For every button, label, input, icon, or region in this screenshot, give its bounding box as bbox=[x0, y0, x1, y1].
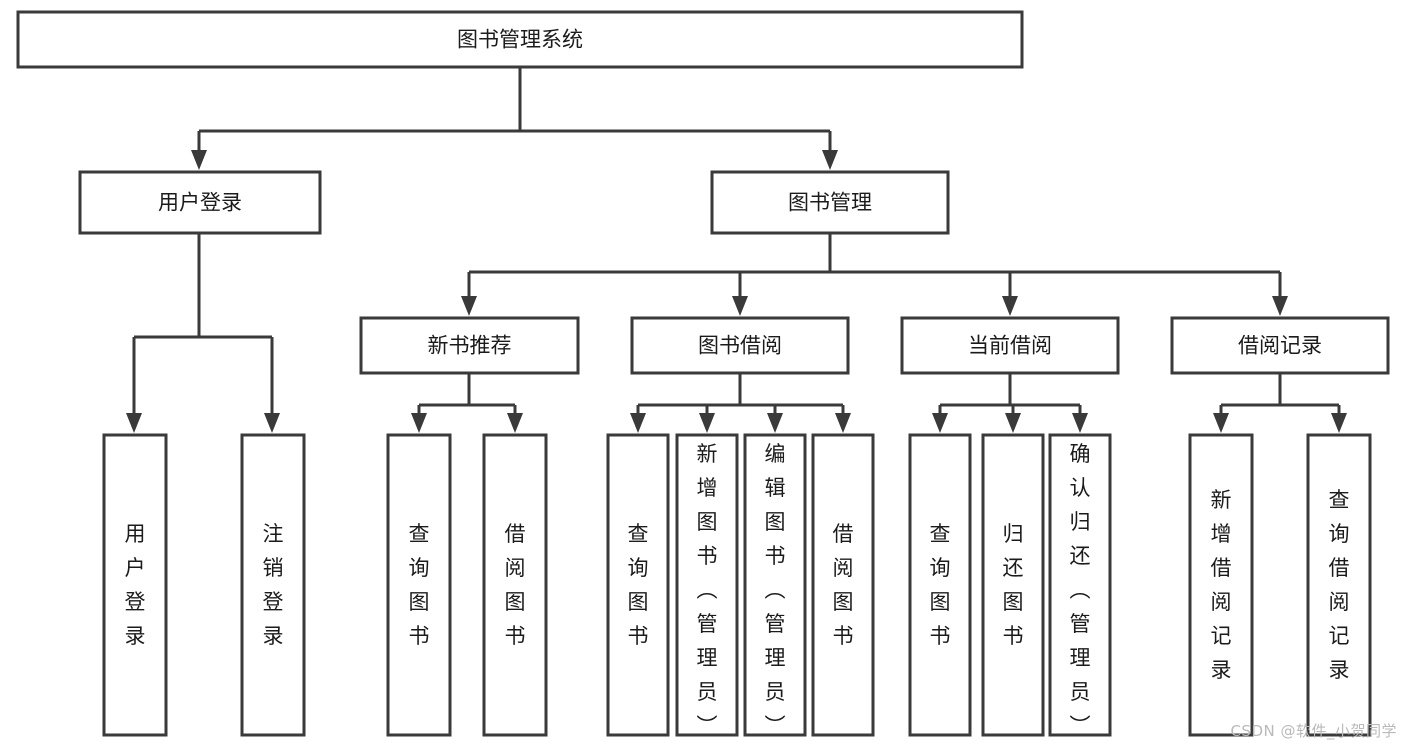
watermark-label: CSDN @软件_小贺同学 bbox=[1230, 722, 1397, 740]
arrow-head-icon bbox=[1213, 413, 1229, 433]
node-box[interactable] bbox=[1188, 433, 1254, 737]
node-box[interactable] bbox=[240, 433, 306, 737]
connector-layer bbox=[126, 67, 1347, 433]
node-label: 归还图书 bbox=[1003, 522, 1024, 648]
arrow-head-icon bbox=[1002, 296, 1018, 316]
node-box[interactable] bbox=[710, 170, 950, 235]
node-label: 确认归还︵管理员︶ bbox=[1070, 442, 1091, 738]
node-leaf-query-book-2[interactable]: 查询图书 bbox=[606, 433, 670, 737]
node-box[interactable] bbox=[78, 170, 322, 235]
node-box[interactable] bbox=[900, 316, 1120, 375]
node-layer: 图书管理系统用户登录图书管理新书推荐图书借阅当前借阅借阅记录用户登录注销登录查询… bbox=[16, 10, 1390, 738]
node-box[interactable] bbox=[482, 433, 548, 737]
node-box[interactable] bbox=[811, 433, 875, 737]
node-label: 借阅图书 bbox=[505, 522, 526, 648]
arrow-head-icon bbox=[630, 413, 646, 433]
arrow-head-icon bbox=[932, 413, 948, 433]
node-box[interactable] bbox=[16, 10, 1024, 69]
node-box[interactable] bbox=[630, 316, 850, 375]
arrow-head-icon bbox=[822, 150, 838, 170]
node-book-borrow[interactable]: 图书借阅 bbox=[630, 316, 850, 375]
arrow-head-icon bbox=[1331, 413, 1347, 433]
arrow-head-icon bbox=[767, 413, 783, 433]
node-box[interactable] bbox=[1306, 433, 1372, 737]
node-book-manage[interactable]: 图书管理 bbox=[710, 170, 950, 235]
node-label: 用户登录 bbox=[158, 191, 242, 215]
node-label: 查询借阅记录 bbox=[1329, 488, 1350, 682]
node-label: 查询图书 bbox=[628, 522, 649, 648]
node-leaf-edit-book[interactable]: 编辑图书︵管理员︶ bbox=[743, 433, 807, 738]
node-label: 借阅图书 bbox=[833, 522, 854, 648]
arrow-head-icon bbox=[732, 296, 748, 316]
arrow-head-icon bbox=[264, 413, 280, 433]
arrow-head-icon bbox=[191, 150, 207, 170]
node-box[interactable] bbox=[981, 433, 1045, 737]
arrow-head-icon bbox=[461, 296, 477, 316]
node-box[interactable] bbox=[1170, 316, 1390, 375]
arrow-head-icon bbox=[126, 413, 142, 433]
node-box[interactable] bbox=[1048, 433, 1112, 737]
node-label: 编辑图书︵管理员︶ bbox=[765, 442, 786, 738]
node-box[interactable] bbox=[102, 433, 168, 737]
node-label: 图书管理系统 bbox=[457, 28, 583, 52]
node-label: 新增借阅记录 bbox=[1211, 488, 1232, 682]
node-label: 借阅记录 bbox=[1238, 334, 1322, 358]
node-leaf-return-book[interactable]: 归还图书 bbox=[981, 433, 1045, 737]
node-leaf-query-book-1[interactable]: 查询图书 bbox=[386, 433, 452, 737]
node-root[interactable]: 图书管理系统 bbox=[16, 10, 1024, 69]
node-label: 新增图书︵管理员︶ bbox=[697, 442, 718, 738]
node-label: 新书推荐 bbox=[428, 334, 512, 358]
node-leaf-borrow-book-1[interactable]: 借阅图书 bbox=[482, 433, 548, 737]
node-label: 注销登录 bbox=[263, 522, 284, 648]
node-borrow-record[interactable]: 借阅记录 bbox=[1170, 316, 1390, 375]
node-leaf-add-record[interactable]: 新增借阅记录 bbox=[1188, 433, 1254, 737]
node-box[interactable] bbox=[908, 433, 972, 737]
node-leaf-confirm-return[interactable]: 确认归还︵管理员︶ bbox=[1048, 433, 1112, 738]
arrow-head-icon bbox=[507, 413, 523, 433]
node-user-login[interactable]: 用户登录 bbox=[78, 170, 322, 235]
node-leaf-logout[interactable]: 注销登录 bbox=[240, 433, 306, 737]
node-box[interactable] bbox=[743, 433, 807, 737]
arrow-head-icon bbox=[835, 413, 851, 433]
arrow-head-icon bbox=[1072, 413, 1088, 433]
node-leaf-query-record[interactable]: 查询借阅记录 bbox=[1306, 433, 1372, 737]
node-label: 图书管理 bbox=[788, 191, 872, 215]
node-leaf-user-login[interactable]: 用户登录 bbox=[102, 433, 168, 737]
node-label: 图书借阅 bbox=[698, 334, 782, 358]
arrow-head-icon bbox=[411, 413, 427, 433]
node-box[interactable] bbox=[606, 433, 670, 737]
arrow-head-icon bbox=[699, 413, 715, 433]
node-box[interactable] bbox=[386, 433, 452, 737]
arrow-head-icon bbox=[1005, 413, 1021, 433]
arrow-head-icon bbox=[1272, 296, 1288, 316]
node-label: 查询图书 bbox=[930, 522, 951, 648]
node-new-book-rec[interactable]: 新书推荐 bbox=[359, 316, 580, 375]
node-leaf-add-book[interactable]: 新增图书︵管理员︶ bbox=[675, 433, 739, 738]
node-label: 当前借阅 bbox=[968, 334, 1052, 358]
node-leaf-query-book-3[interactable]: 查询图书 bbox=[908, 433, 972, 737]
node-leaf-borrow-book-2[interactable]: 借阅图书 bbox=[811, 433, 875, 737]
node-label: 查询图书 bbox=[409, 522, 430, 648]
node-current-borrow[interactable]: 当前借阅 bbox=[900, 316, 1120, 375]
node-box[interactable] bbox=[675, 433, 739, 737]
node-label: 用户登录 bbox=[125, 522, 146, 648]
node-box[interactable] bbox=[359, 316, 580, 375]
